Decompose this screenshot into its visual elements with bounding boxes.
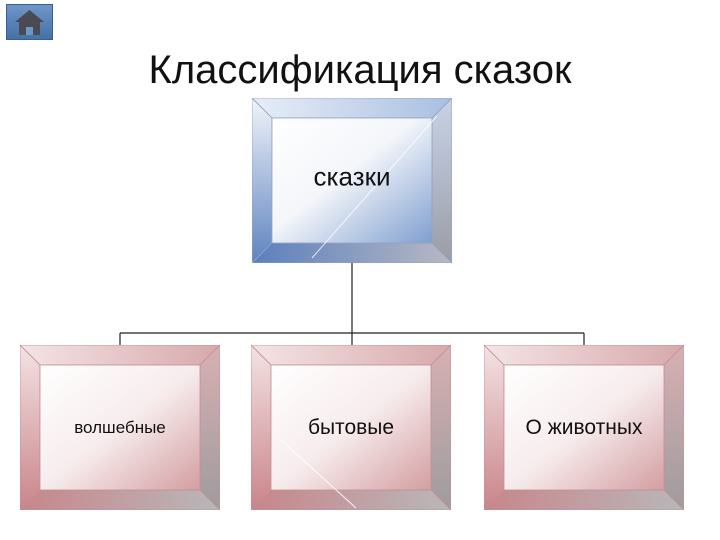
child-node-3: О животных [484,345,684,510]
child-node-2: бытовые [251,345,451,510]
child-node-2-label: бытовые [307,415,395,439]
home-button[interactable] [6,4,53,40]
home-icon [15,10,44,35]
root-node: сказки [252,98,452,263]
page-title: Классификация сказок [148,48,572,92]
root-frame [252,98,452,263]
child-node-1-label: волшебные [74,417,166,437]
child-frame-2 [251,345,451,510]
child-node-1: волшебные [20,345,220,510]
root-node-label: сказки [313,161,391,192]
child-node-3-label: О животных [525,415,643,439]
child-frame-1 [20,345,220,510]
child-frame-3 [484,345,684,510]
